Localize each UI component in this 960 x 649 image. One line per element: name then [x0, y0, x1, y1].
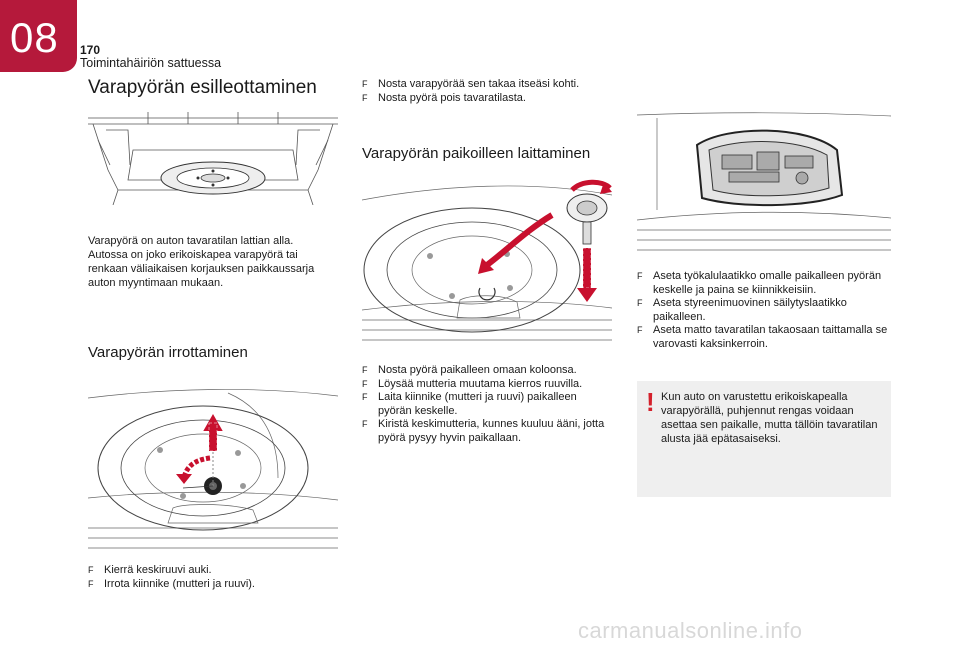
trunk-illustration [88, 110, 338, 205]
installing-illustration [362, 170, 612, 350]
toolbox-illustration [637, 110, 891, 260]
bullet-icon: F [637, 271, 643, 281]
bullet-icon: F [362, 378, 368, 389]
section-subtitle-removing: Varapyörän irrottaminen [88, 344, 248, 361]
chapter-number: 08 [10, 14, 59, 61]
section-title-installing: Varapyörän paikoilleen laittaminen [362, 145, 591, 162]
bullet-icon: F [362, 365, 368, 375]
bullet-icon: F [362, 79, 368, 89]
bullet-icon: F [88, 578, 94, 589]
bullet-icon: F [88, 565, 94, 575]
intro-text: Varapyörä on auton tavaratilan lattian a… [88, 235, 315, 289]
bullet-icon: F [637, 325, 643, 335]
bullet-icon: F [362, 92, 368, 103]
section-title-removal: Varapyörän esilleottaminen [88, 77, 317, 98]
footer-watermark: carmanualsonline.info [578, 618, 803, 643]
bullet-icon: F [637, 298, 643, 308]
removal-illustration [88, 378, 338, 553]
warning-text: Kun auto on varustettu erikoiskapealla v… [661, 391, 878, 445]
page-number: 170 [80, 43, 101, 57]
warning-icon: ! [646, 387, 655, 417]
bullet-icon: F [362, 392, 368, 402]
bullet-icon: F [362, 419, 368, 429]
chapter-tab: 08 [0, 0, 77, 72]
chapter-title: Toimintahäiriön sattuessa [80, 56, 222, 70]
warning-note: ! Kun auto on varustettu erikoiskapealla… [637, 381, 891, 497]
